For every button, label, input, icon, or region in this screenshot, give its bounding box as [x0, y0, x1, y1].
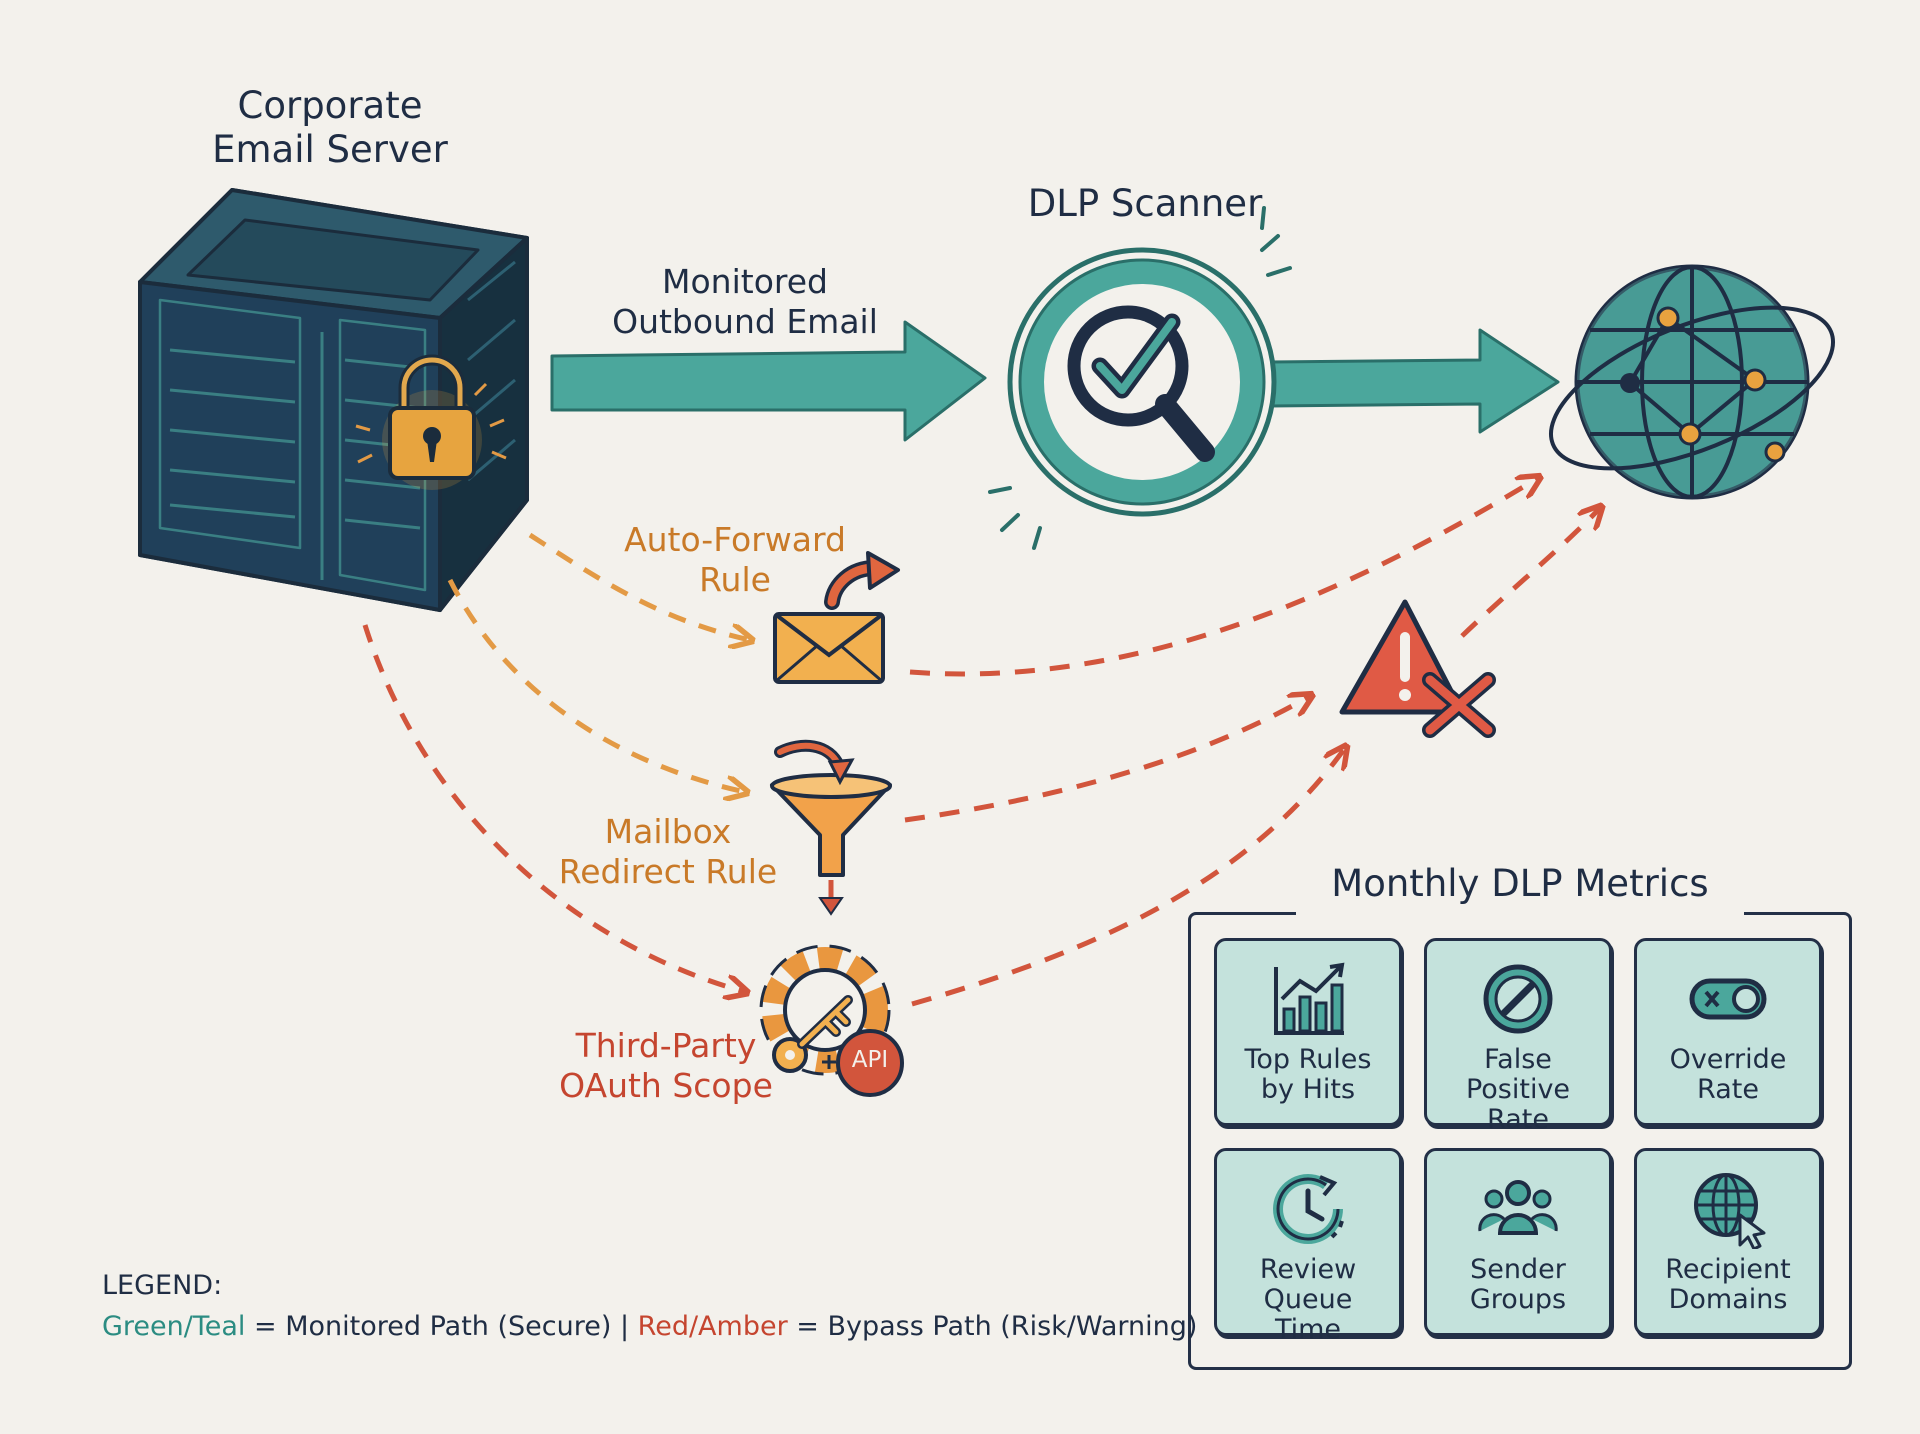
auto-forward-label: Auto-Forward Rule — [624, 520, 846, 599]
prohibited-icon — [1483, 964, 1553, 1034]
legend-red-desc: = Bypass Path (Risk/Warning) — [787, 1310, 1198, 1342]
mailbox-redirect-label: Mailbox Redirect Rule — [558, 812, 778, 891]
metric-tile-false-positive[interactable]: False Positive Rate — [1424, 938, 1612, 1135]
mailbox-redirect-path — [447, 578, 745, 792]
warning-icon — [1339, 599, 1496, 738]
toggle-icon — [1689, 978, 1767, 1020]
metric-label: Sender Groups — [1469, 1254, 1567, 1316]
monitored-path-label: Monitored Outbound Email — [612, 262, 878, 341]
dlp-scanner-icon — [988, 206, 1292, 550]
funnel-icon — [770, 739, 892, 916]
globe-cursor-icon — [1694, 1173, 1766, 1249]
metric-tile-sender-groups[interactable]: Sender Groups — [1424, 1148, 1612, 1336]
globe-icon — [1548, 264, 1836, 500]
metric-label: Override Rate — [1669, 1044, 1787, 1106]
metric-label: False Positive Rate — [1465, 1044, 1571, 1136]
redirect-exfil-path — [904, 696, 1310, 823]
legend-green-desc: = Monitored Path (Secure) | — [245, 1310, 638, 1342]
metric-tile-recipient-domains[interactable]: Recipient Domains — [1634, 1148, 1822, 1336]
legend-green-label: Green/Teal — [102, 1310, 246, 1342]
warning-to-internet-path — [1460, 508, 1600, 638]
forward-exfil-path — [909, 478, 1538, 677]
email-server-icon — [138, 188, 529, 612]
clock-icon — [1273, 1174, 1344, 1244]
metric-label: Review Queue Time — [1259, 1254, 1357, 1346]
padlock-icon — [355, 354, 507, 490]
metric-label: Top Rules by Hits — [1244, 1044, 1372, 1106]
scanner-title: DLP Scanner — [1027, 182, 1263, 225]
server-title: Corporate Email Server — [212, 84, 448, 172]
api-badge: API — [851, 1047, 889, 1073]
metric-tile-review-queue[interactable]: Review Queue Time — [1214, 1148, 1402, 1345]
oauth-exfil-path — [911, 748, 1345, 1007]
metrics-title: Monthly DLP Metrics — [1331, 862, 1709, 905]
monitored-path-arrow — [550, 320, 987, 442]
metric-tile-top-rules[interactable]: Top Rules by Hits — [1214, 938, 1402, 1126]
legend: LEGEND: Green/Teal = Monitored Path (Sec… — [102, 1266, 1197, 1347]
envelope-forward-icon — [773, 551, 900, 684]
oauth-scope-path — [362, 624, 745, 992]
metric-label: Recipient Domains — [1665, 1254, 1791, 1316]
people-icon — [1478, 1180, 1558, 1235]
bar-chart-icon — [1274, 962, 1345, 1035]
legend-red-label: Red/Amber — [637, 1310, 788, 1342]
legend-heading: LEGEND: — [102, 1270, 223, 1301]
legend-line: Green/Teal = Monitored Path (Secure) | R… — [102, 1307, 1197, 1348]
oauth-gear-key-icon — [759, 944, 904, 1097]
oauth-scope-label: Third-Party OAuth Scope — [559, 1026, 773, 1105]
metric-tile-override-rate[interactable]: Override Rate — [1634, 938, 1822, 1126]
scanner-to-internet-arrow — [1268, 328, 1560, 434]
